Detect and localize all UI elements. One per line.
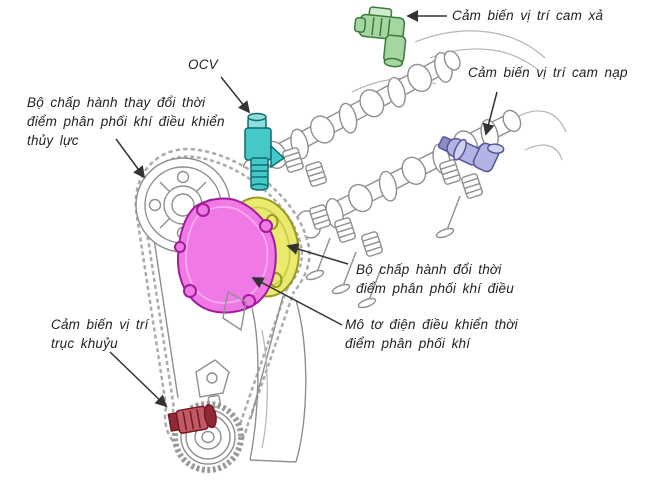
leader-electric-motor bbox=[251, 277, 343, 326]
leader-electric-actuator bbox=[286, 243, 349, 265]
leader-crankshaft-sensor bbox=[109, 351, 168, 408]
leader-ocv bbox=[220, 76, 251, 114]
crankshaft-sensor-part bbox=[167, 394, 222, 434]
label-crankshaft-sensor: Cảm biến vị trí trục khuỷu bbox=[51, 317, 149, 352]
chain-guide-right bbox=[250, 295, 284, 419]
sensor-bracket bbox=[195, 359, 230, 398]
ocv-part bbox=[244, 112, 286, 191]
intake-cam-sensor-part bbox=[437, 136, 505, 173]
exhaust-cam-sensor-part bbox=[353, 6, 407, 68]
label-exhaust-cam-sensor: Cảm biến vị trí cam xả bbox=[452, 8, 604, 23]
chain-guide-left bbox=[151, 225, 179, 399]
leader-intake-cam-sensor bbox=[482, 91, 498, 136]
label-intake-cam-sensor: Cảm biến vị trí cam nạp bbox=[468, 65, 628, 80]
label-hydraulic-vvt-actuator: Bộ chấp hành thay đổi thời điểm phân phố… bbox=[27, 95, 225, 149]
label-electric-vvt-actuator: Bộ chấp hành đổi thời điểm phân phối khí… bbox=[356, 262, 514, 297]
leader-lines bbox=[109, 9, 498, 408]
leader-hydraulic-actuator bbox=[115, 138, 146, 179]
label-vvt-electric-motor: Mô tơ điện điều khiển thời điểm phân phố… bbox=[345, 317, 518, 352]
vvt-electric-motor-part bbox=[174, 197, 277, 314]
exhaust-camshaft bbox=[243, 50, 461, 176]
label-ocv: OCV bbox=[188, 57, 218, 72]
engine-block-lines bbox=[222, 290, 307, 463]
